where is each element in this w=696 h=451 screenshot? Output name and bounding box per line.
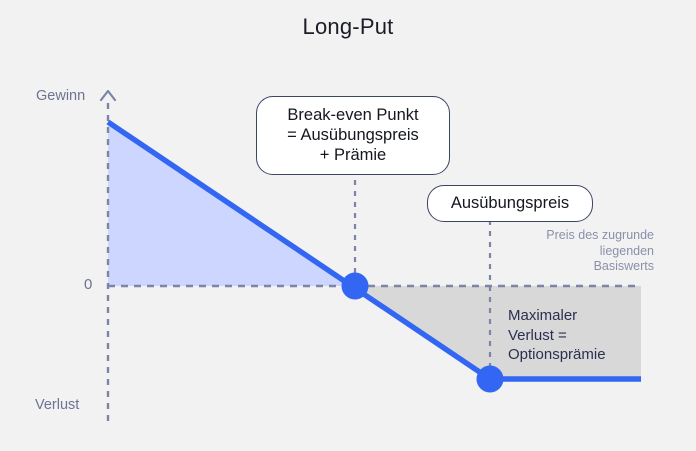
max-loss-annotation: Maximaler Verlust = Optionsprämie: [508, 307, 606, 363]
x-axis-caption-line-3: Basiswerts: [593, 259, 654, 273]
callout-breakeven-line-1: Break-even Punkt: [287, 106, 419, 124]
strike-marker-dot: [476, 365, 504, 393]
callout-breakeven: Break-even Punkt = Ausübungspreis + Präm…: [256, 96, 450, 175]
x-axis-caption-line-1: Preis des zugrunde: [546, 228, 654, 242]
loss-area-fill: [355, 286, 641, 379]
callout-breakeven-line-3: + Prämie: [319, 146, 387, 164]
y-axis-label-zero: 0: [84, 276, 93, 293]
chart-title: Long-Put: [302, 14, 394, 39]
callout-strike-price-label: Ausübungspreis: [450, 194, 570, 212]
breakeven-marker-dot: [341, 272, 369, 300]
y-axis-arrow-icon: [99, 89, 117, 102]
x-axis-caption-line-2: liegenden: [599, 243, 654, 258]
y-axis-label-gewinn: Gewinn: [36, 88, 86, 104]
x-axis-caption: Preis des zugrunde liegenden Basiswerts: [546, 228, 654, 275]
y-axis-label-verlust: Verlust: [35, 397, 80, 413]
callout-breakeven-line-2: = Ausübungspreis: [287, 126, 419, 144]
callout-strike-price: Ausübungspreis: [427, 185, 593, 222]
